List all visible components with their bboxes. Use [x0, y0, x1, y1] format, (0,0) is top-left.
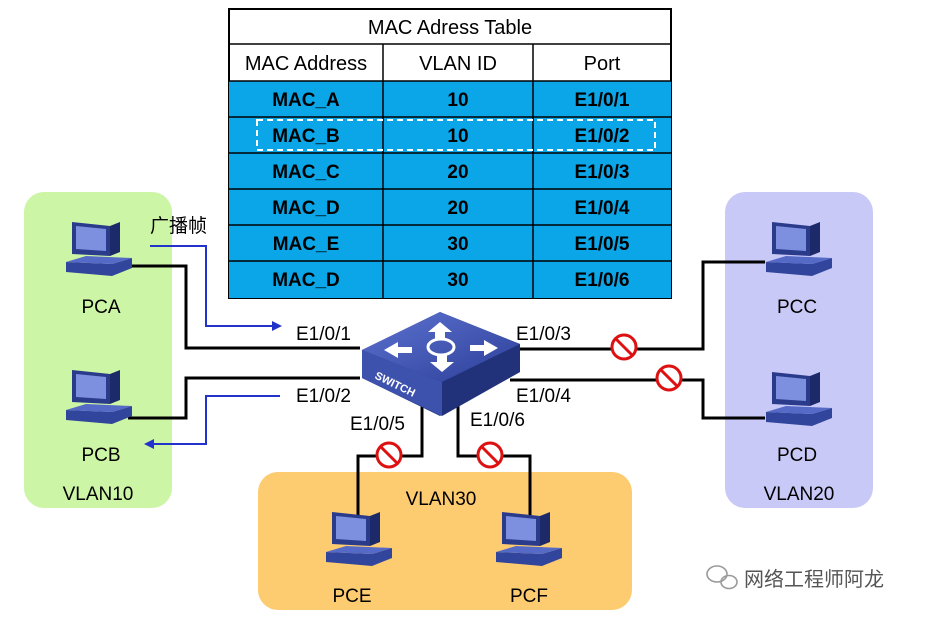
wechat-icon	[706, 565, 738, 590]
blocked-icon	[610, 333, 638, 361]
cell-vlan: 30	[447, 234, 468, 255]
broadcast-arrow-out	[144, 395, 280, 449]
host-label-pcc: PCC	[777, 297, 817, 318]
cell-vlan: 20	[447, 198, 468, 219]
host-label-pca: PCA	[81, 297, 120, 318]
cell-port: E1/0/1	[575, 90, 630, 111]
pcb-computer-icon	[66, 370, 132, 424]
host-label-pcd: PCD	[777, 445, 817, 466]
link-pcd	[510, 378, 765, 420]
cell-mac: MAC_B	[272, 126, 340, 147]
vlan20-region	[725, 192, 873, 508]
header-mac: MAC Address	[245, 53, 367, 75]
vlan30-region	[258, 472, 632, 610]
cell-mac: MAC_D	[272, 198, 340, 219]
host-label-pcf: PCF	[510, 586, 548, 607]
vlan20-label: VLAN20	[764, 484, 835, 505]
cell-port: E1/0/3	[575, 162, 630, 183]
switch-icon: SWITCH	[362, 312, 520, 416]
cell-port: E1/0/5	[575, 234, 630, 255]
vlan10-region	[24, 192, 172, 508]
header-vlan: VLAN ID	[419, 53, 497, 75]
broadcast-arrow-in	[150, 245, 282, 331]
broadcast-label: 广播帧	[150, 215, 207, 237]
link-pca	[128, 264, 360, 350]
cell-vlan: 20	[447, 162, 468, 183]
pcc-computer-icon	[766, 222, 832, 276]
port-label-e1-0-4: E1/0/4	[516, 386, 571, 407]
table-row: MAC_B 10 E1/0/2	[272, 126, 629, 147]
port-label-e1-0-1: E1/0/1	[296, 324, 351, 345]
header-port: Port	[584, 53, 621, 75]
table-row: MAC_A 10 E1/0/1	[272, 90, 630, 111]
port-label-e1-0-5: E1/0/5	[350, 414, 405, 435]
host-label-pce: PCE	[332, 586, 371, 607]
mac-address-table: MAC Adress Table MAC Address VLAN ID Por…	[228, 8, 672, 299]
pca-computer-icon	[66, 222, 132, 276]
cell-port: E1/0/6	[575, 270, 630, 291]
port-label-e1-0-6: E1/0/6	[470, 410, 525, 431]
cell-port: E1/0/4	[575, 198, 630, 219]
cell-mac: MAC_E	[273, 234, 340, 255]
cell-mac: MAC_A	[272, 90, 340, 111]
cell-mac: MAC_D	[272, 270, 340, 291]
blocked-icon	[476, 441, 504, 469]
watermark-text: 网络工程师阿龙	[744, 567, 884, 591]
cell-port: E1/0/2	[575, 126, 630, 147]
pcd-computer-icon	[766, 372, 832, 426]
table-row: MAC_C 20 E1/0/3	[272, 162, 629, 183]
watermark: 网络工程师阿龙	[706, 565, 884, 591]
host-label-pcb: PCB	[81, 445, 120, 466]
cell-vlan: 10	[447, 126, 468, 147]
table-row: MAC_D 20 E1/0/4	[272, 198, 630, 219]
port-label-e1-0-2: E1/0/2	[296, 386, 351, 407]
pcf-computer-icon	[496, 512, 562, 566]
link-pcb	[128, 376, 360, 420]
cell-mac: MAC_C	[272, 162, 340, 183]
pce-computer-icon	[326, 512, 392, 566]
cell-vlan: 30	[447, 270, 468, 291]
vlan30-label: VLAN30	[406, 489, 477, 510]
table-row: MAC_D 30 E1/0/6	[272, 270, 629, 291]
blocked-icon	[375, 441, 403, 469]
cell-vlan: 10	[447, 90, 468, 111]
link-pcc	[510, 260, 765, 351]
table-row: MAC_E 30 E1/0/5	[273, 234, 630, 255]
port-label-e1-0-3: E1/0/3	[516, 324, 571, 345]
vlan10-label: VLAN10	[63, 484, 134, 505]
blocked-icon	[655, 364, 683, 392]
highlighted-row-box	[256, 119, 656, 151]
table-title: MAC Adress Table	[368, 17, 532, 39]
